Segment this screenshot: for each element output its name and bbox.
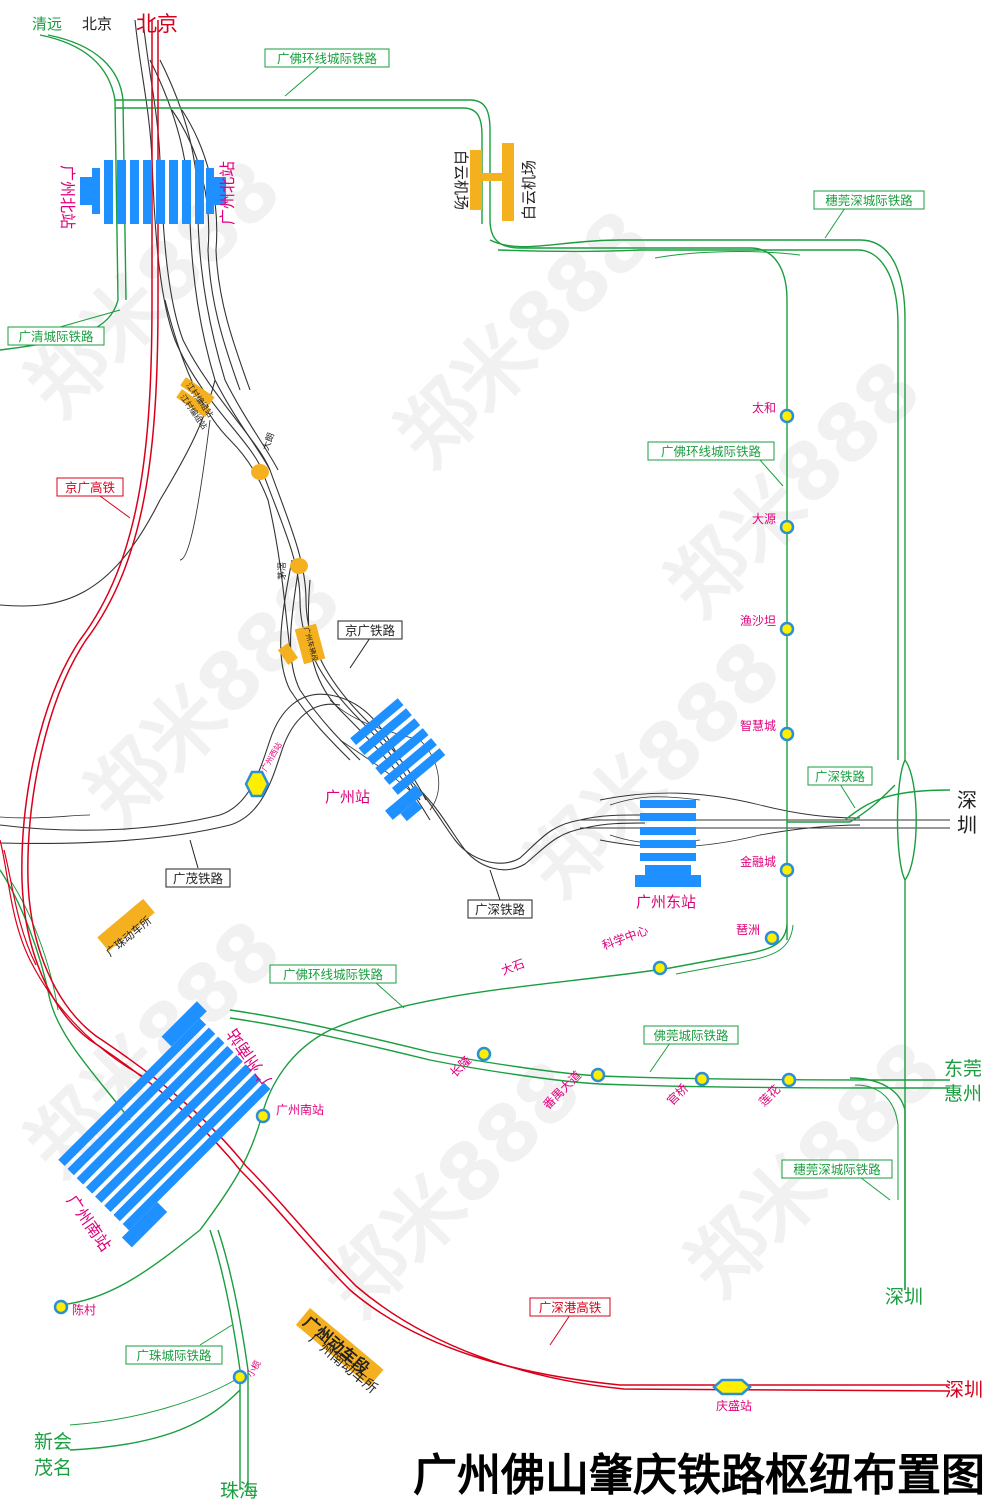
jiangcun-depot[interactable] bbox=[180, 377, 215, 406]
gz-south-stop-label: 广州南站 bbox=[276, 1102, 324, 1117]
stop-kexuezhongxin[interactable] bbox=[652, 960, 668, 976]
label-gfh-mid: 广佛环线城际铁路 bbox=[661, 444, 762, 459]
dir-beijing-red: 北京 bbox=[136, 12, 178, 36]
dir-maoming: 茂名 bbox=[34, 1457, 72, 1479]
guangzhou-south-station[interactable] bbox=[41, 1001, 287, 1248]
airport-labels: 白云机场 白云机场 bbox=[452, 150, 538, 220]
depot-markers bbox=[97, 377, 326, 952]
taihe-label: 太和 bbox=[752, 400, 776, 415]
guanqiao-label: 官桥 bbox=[664, 1081, 692, 1109]
label-gfh-low: 广佛环线城际铁路 bbox=[283, 967, 384, 982]
lianhua-label: 莲花 bbox=[756, 1082, 784, 1110]
dashi-label: 大石 bbox=[499, 956, 526, 977]
stops bbox=[53, 408, 797, 1396]
qizhou-label: 琶洲 bbox=[736, 923, 760, 937]
gz-station-label: 广州站 bbox=[325, 788, 370, 806]
guangzhou-east-station[interactable] bbox=[635, 800, 701, 887]
stop-dayuan[interactable] bbox=[779, 519, 795, 535]
label-jg-hsr: 京广高铁 bbox=[65, 480, 116, 495]
stop-qingsheng[interactable] bbox=[712, 1378, 752, 1396]
label-sgs-top: 穗莞深城际铁路 bbox=[825, 193, 913, 208]
dir-dongguan: 东莞 bbox=[944, 1058, 982, 1080]
stop-yushatan[interactable] bbox=[779, 621, 795, 637]
stop-changlong[interactable] bbox=[476, 1046, 492, 1062]
dalang-label: 大朗 bbox=[260, 431, 277, 452]
label-gsg-hsr: 广深港高铁 bbox=[539, 1300, 602, 1315]
dir-shenzhen-right-b: 圳 bbox=[957, 813, 977, 837]
label-gm-rail: 广茂铁路 bbox=[173, 871, 224, 886]
zhihuicheng-label: 智慧城 bbox=[740, 718, 776, 733]
chencun-label: 陈村 bbox=[72, 1302, 96, 1317]
label-gq: 广清城际铁路 bbox=[18, 329, 94, 344]
dir-zhuhai: 珠海 bbox=[220, 1480, 258, 1502]
direction-labels: 清远 北京 北京 深 圳 东莞 惠州 深圳 深圳 新会 茂名 珠海 bbox=[32, 12, 983, 1502]
stop-zhihuicheng[interactable] bbox=[779, 726, 795, 742]
stop-qizhou[interactable] bbox=[764, 930, 780, 946]
watermark-text: 郑米888 bbox=[380, 194, 669, 483]
jiangcun-depot[interactable] bbox=[176, 389, 211, 418]
dalang-depot[interactable] bbox=[251, 464, 269, 480]
guangzhou-station[interactable] bbox=[335, 698, 462, 827]
dir-qingyuan: 清远 bbox=[32, 15, 62, 33]
label-gfh-top: 广佛环线城际铁路 bbox=[277, 51, 378, 66]
high-speed-lines bbox=[0, 20, 951, 1392]
stop-xiaolan[interactable] bbox=[232, 1369, 248, 1385]
maohe-depot[interactable] bbox=[290, 558, 308, 574]
baiyun-airport-station[interactable] bbox=[470, 143, 514, 221]
qingsheng-label: 庆盛站 bbox=[716, 1398, 752, 1413]
guangzhou-car-depot[interactable] bbox=[294, 623, 326, 665]
label-gs-railway: 广深铁路 bbox=[475, 902, 526, 917]
baiyun-label-right: 白云机场 bbox=[520, 160, 538, 220]
dir-huizhou: 惠州 bbox=[944, 1083, 982, 1105]
guangzhou-car-depot[interactable] bbox=[277, 643, 299, 665]
label-jg-rail: 京广铁路 bbox=[345, 623, 396, 638]
stop-lianhua[interactable] bbox=[781, 1072, 797, 1088]
intercity-lines bbox=[0, 34, 951, 1490]
stop-guangzhou-south[interactable] bbox=[255, 1108, 271, 1124]
stop-jinrongcheng[interactable] bbox=[779, 862, 795, 878]
maohe-label: 茅滘 bbox=[277, 562, 288, 580]
dayuan-label: 大源 bbox=[752, 512, 776, 526]
dir-xinhui: 新会 bbox=[34, 1431, 72, 1453]
changlong-label: 长隆 bbox=[447, 1053, 475, 1081]
stop-guanqiao[interactable] bbox=[694, 1071, 710, 1087]
dir-shenzhen-red: 深圳 bbox=[945, 1379, 983, 1401]
stop-panyudadao[interactable] bbox=[590, 1067, 606, 1083]
baiyun-label-left: 白云机场 bbox=[452, 150, 470, 210]
gz-east-label: 广州东站 bbox=[636, 893, 696, 911]
label-sgs-low: 穗莞深城际铁路 bbox=[793, 1162, 881, 1177]
watermark-text: 郑米888 bbox=[70, 554, 359, 843]
stop-guangzhou-west[interactable] bbox=[244, 770, 270, 798]
watermark-text: 郑米888 bbox=[10, 904, 299, 1193]
watermark-text: 郑米888 bbox=[10, 144, 299, 433]
line-labels: 广佛环线城际铁路 穗莞深城际铁路 广清城际铁路 广佛环线城际铁路 广深铁路 广佛… bbox=[7, 48, 925, 1365]
guangzhou-north-station[interactable] bbox=[80, 160, 226, 224]
label-gs-rail: 广深铁路 bbox=[815, 769, 866, 784]
kexuezhongxin-label: 科学中心 bbox=[600, 922, 650, 953]
guangzhu-depot[interactable] bbox=[97, 898, 155, 952]
dir-shenzhen-green: 深圳 bbox=[885, 1286, 923, 1308]
gz-north-label-left: 广州北站 bbox=[58, 165, 77, 229]
stop-taihe[interactable] bbox=[779, 408, 795, 424]
map-title: 广州佛山肇庆铁路枢纽布置图 bbox=[413, 1450, 985, 1501]
gz-north-label-right: 广州北站 bbox=[218, 161, 237, 225]
yushatan-label: 渔沙坦 bbox=[740, 614, 776, 628]
watermark-text: 郑米888 bbox=[650, 344, 939, 633]
dir-shenzhen-right-a: 深 bbox=[957, 788, 977, 812]
label-fg: 佛莞城际铁路 bbox=[653, 1028, 729, 1043]
jinrongcheng-label: 金融城 bbox=[740, 854, 776, 869]
label-gz-ic: 广珠城际铁路 bbox=[136, 1348, 212, 1363]
gz-south-label-left: 广州南站 bbox=[63, 1191, 115, 1254]
dir-beijing-small: 北京 bbox=[82, 15, 112, 33]
stop-chencun[interactable] bbox=[53, 1299, 69, 1315]
